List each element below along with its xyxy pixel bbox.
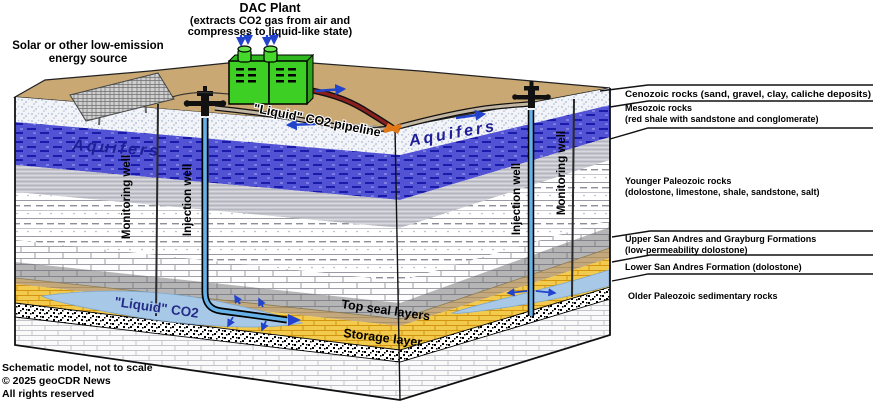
wellhead-right: [512, 81, 551, 108]
strata-callout-lines: [599, 84, 873, 282]
layer-layered-right: [400, 160, 610, 281]
layer-speckle-left: [15, 303, 400, 362]
co2-plume-right: [450, 269, 610, 314]
monitoring-well-left-label: Monitoring well: [121, 155, 133, 239]
strata-upper-1: Upper San Andres and Grayburg Formations: [625, 234, 816, 244]
aquifers-label-left: Aquifers: [71, 137, 162, 160]
layer-speckle-right: [400, 287, 610, 362]
strata-cenozoic: Cenozoic rocks (sand, gravel, clay, cali…: [625, 89, 871, 99]
dac-plant-building: [227, 33, 315, 106]
monitoring-well-left-line: [155, 103, 159, 317]
callout-cenozoic-top: [599, 84, 873, 92]
layer-aquifer-right: [400, 105, 610, 200]
injection-well-left-pipe: [201, 118, 301, 326]
strata-younger-2: (dolostone, limestone, shale, sandstone,…: [625, 187, 820, 197]
monitoring-well-right-label: Monitoring well: [556, 131, 568, 215]
layer-grayfine-right: [400, 137, 610, 228]
pipeline-flow-arrows: [285, 84, 487, 131]
power-cable: [171, 91, 231, 98]
pipeline-network: [214, 86, 530, 134]
callout-cenozoic-bottom: [609, 100, 873, 108]
vent-slats: [236, 68, 296, 83]
callout-lower-bottom: [611, 273, 873, 282]
layer-brick-right: [400, 220, 610, 303]
strata-lower: Lower San Andres Formation (dolostone): [625, 262, 802, 272]
injection-well-left-label: Injection well: [182, 164, 194, 236]
solar-array: [69, 72, 231, 126]
footer-line-1: Schematic model, not to scale: [2, 362, 153, 374]
strata-upper-2: (low-permeability dolostone): [625, 245, 748, 255]
wellhead-left: [183, 86, 227, 116]
callout-upper-bottom: [611, 254, 873, 263]
solar-label-1: Solar or other low-emission: [12, 40, 163, 52]
strata-younger-1: Younger Paleozoic rocks: [625, 176, 731, 186]
co2-plume-left: [40, 290, 304, 328]
strata-mesozoic-1: Mesozoic rocks: [625, 103, 692, 113]
dac-plant-subtitle-1: (extracts CO2 gas from air and: [190, 15, 350, 27]
solar-label-2: energy source: [49, 53, 128, 65]
injection-well-right-label: Injection well: [511, 163, 523, 235]
footer-line-3: All rights reserved: [2, 388, 94, 400]
air-intake-stacks: [237, 45, 278, 63]
layer-topseal-right: [400, 248, 610, 326]
pipe-tip-arrow: [288, 314, 301, 326]
air-intake-arrows: [235, 33, 280, 48]
layer-older-left: [15, 317, 400, 400]
layer-caliche-right: [400, 88, 610, 155]
layer-graybrick-right: [400, 227, 610, 319]
dac-plant-title: DAC Plant: [239, 1, 301, 15]
strata-older: Older Paleozoic sedimentary rocks: [628, 291, 778, 301]
strata-mesozoic-2: (red shale with sandstone and conglomera…: [625, 114, 819, 124]
callout-mesozoic-bottom: [609, 127, 873, 140]
layer-older-right: [400, 299, 610, 400]
dac-plant-subtitle-2: compresses to liquid-like state): [188, 26, 353, 38]
footer-line-2: © 2025 geoCDR News: [2, 375, 111, 387]
pipeline-junction-valve: [383, 123, 402, 134]
monitoring-well-right-line: [571, 98, 575, 298]
callout-upper-top: [611, 230, 873, 238]
solar-panel: [69, 72, 175, 122]
plume-flow-arrows: [227, 288, 557, 332]
block-edges: [14, 88, 611, 401]
right-face-strata: [400, 88, 610, 400]
